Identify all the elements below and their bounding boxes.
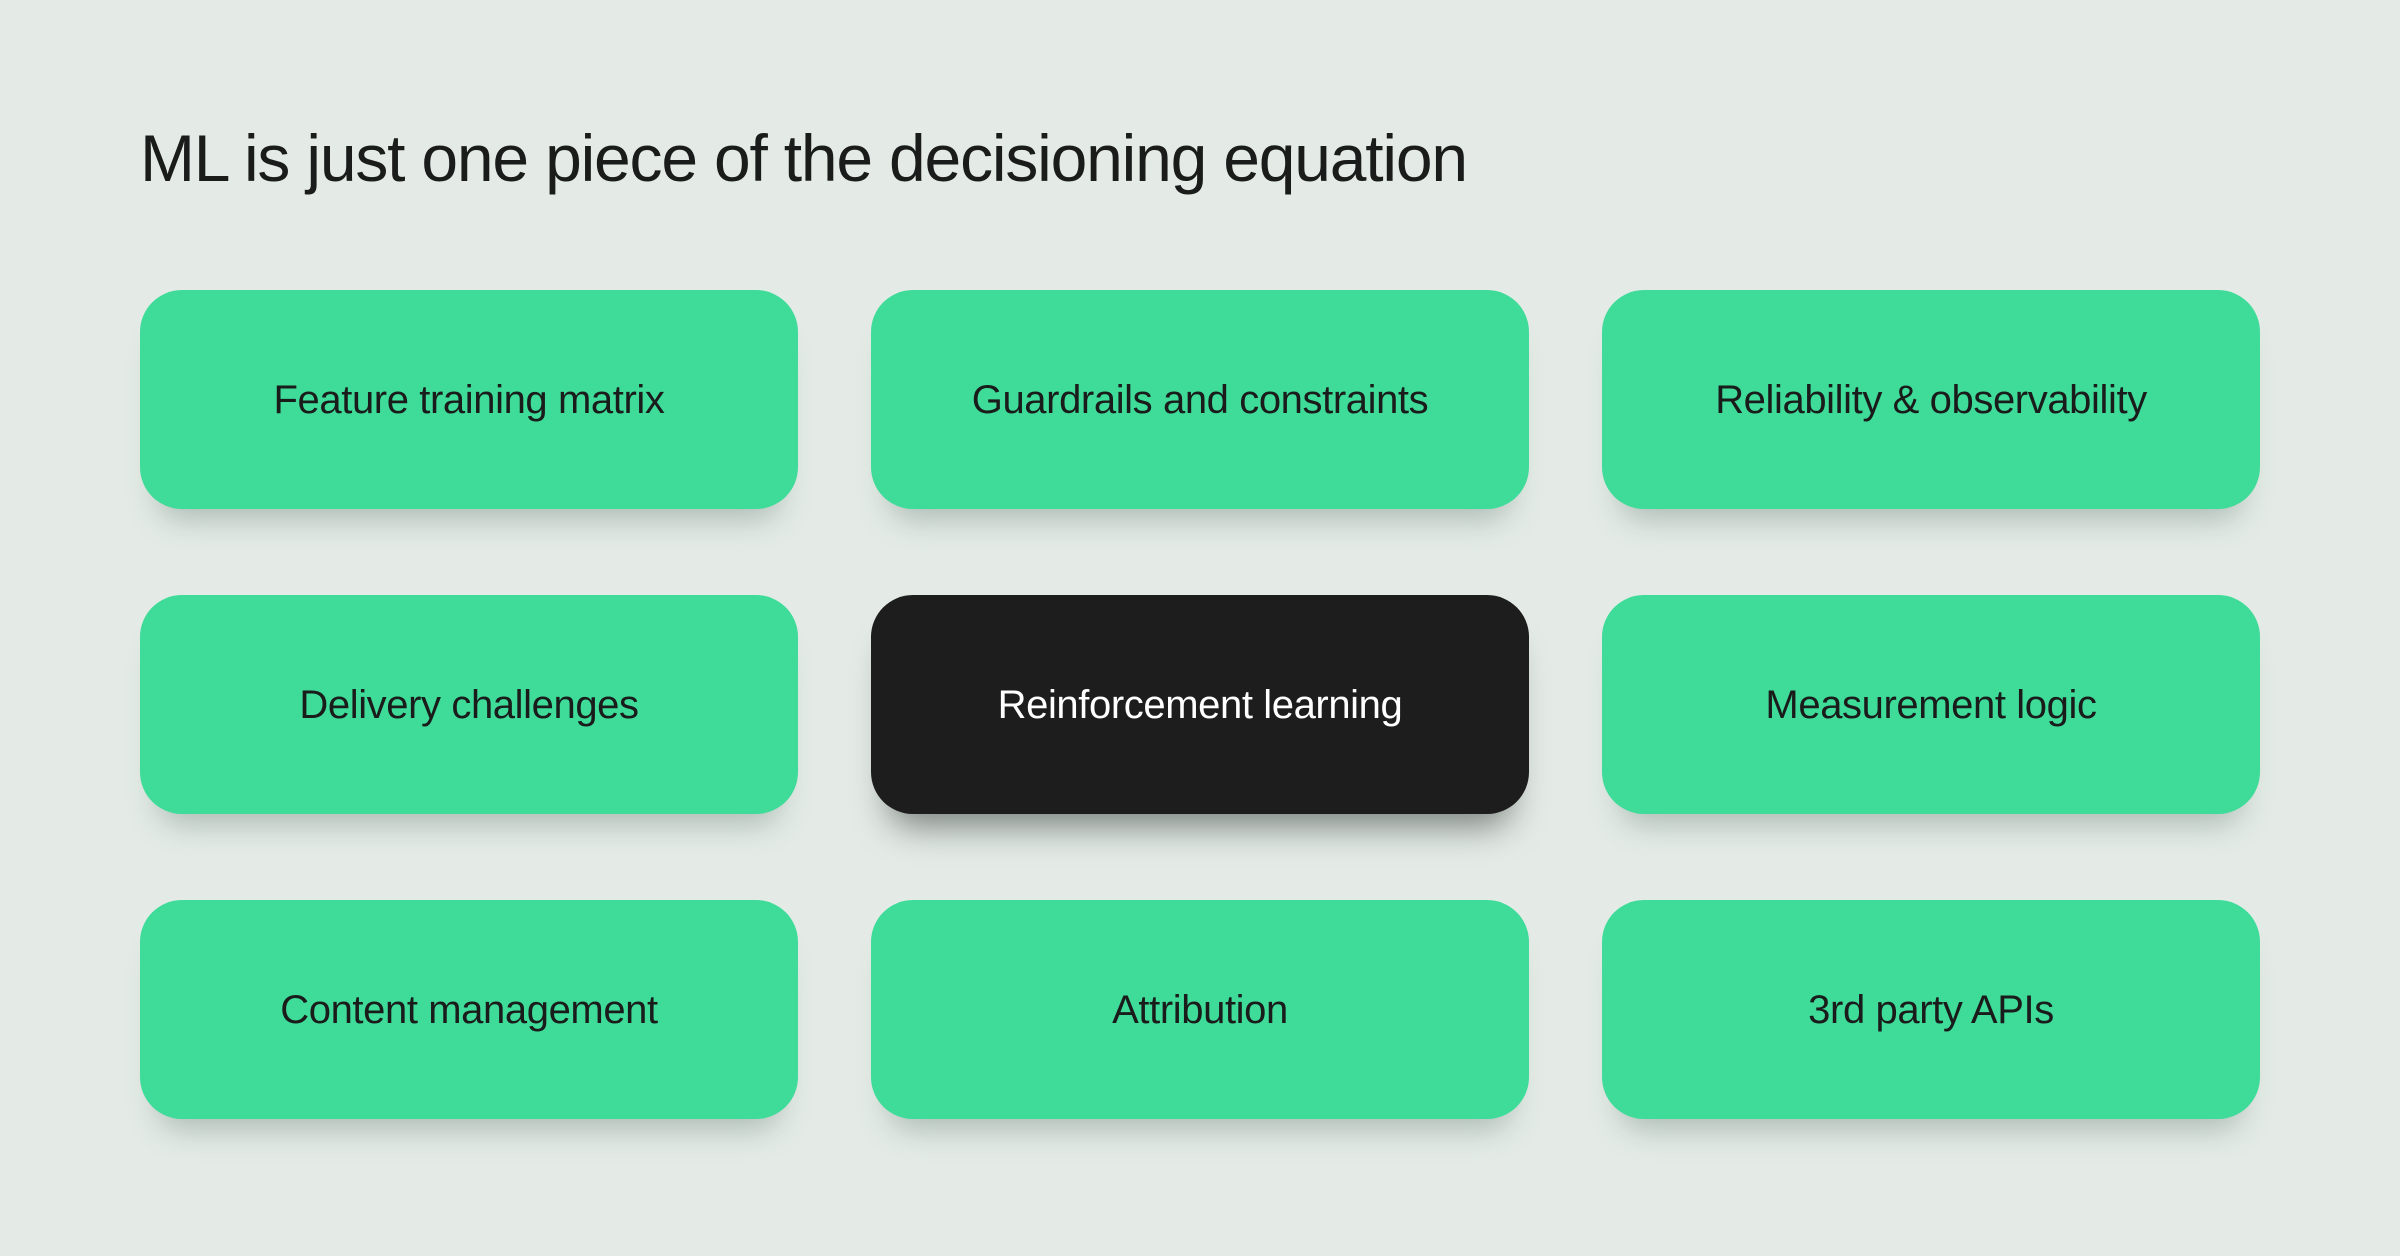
card-3rd-party-apis: 3rd party APIs bbox=[1602, 900, 2260, 1119]
card-feature-training-matrix: Feature training matrix bbox=[140, 290, 798, 509]
card-label: Guardrails and constraints bbox=[971, 377, 1429, 422]
card-attribution: Attribution bbox=[871, 900, 1529, 1119]
card-content-management: Content management bbox=[140, 900, 798, 1119]
card-label: Attribution bbox=[1112, 987, 1288, 1032]
card-reinforcement-learning: Reinforcement learning bbox=[871, 595, 1529, 814]
card-reliability-observability: Reliability & observability bbox=[1602, 290, 2260, 509]
card-label: Content management bbox=[280, 987, 658, 1032]
slide-title: ML is just one piece of the decisioning … bbox=[140, 121, 1468, 195]
card-label: Delivery challenges bbox=[299, 682, 639, 727]
card-guardrails-and-constraints: Guardrails and constraints bbox=[871, 290, 1529, 509]
card-measurement-logic: Measurement logic bbox=[1602, 595, 2260, 814]
card-label: Measurement logic bbox=[1765, 682, 2097, 727]
card-label: Reinforcement learning bbox=[997, 682, 1403, 727]
card-label: 3rd party APIs bbox=[1808, 987, 2054, 1032]
card-grid: Feature training matrix Guardrails and c… bbox=[140, 290, 2260, 1119]
card-label: Reliability & observability bbox=[1715, 377, 2147, 422]
card-delivery-challenges: Delivery challenges bbox=[140, 595, 798, 814]
card-label: Feature training matrix bbox=[273, 377, 665, 422]
